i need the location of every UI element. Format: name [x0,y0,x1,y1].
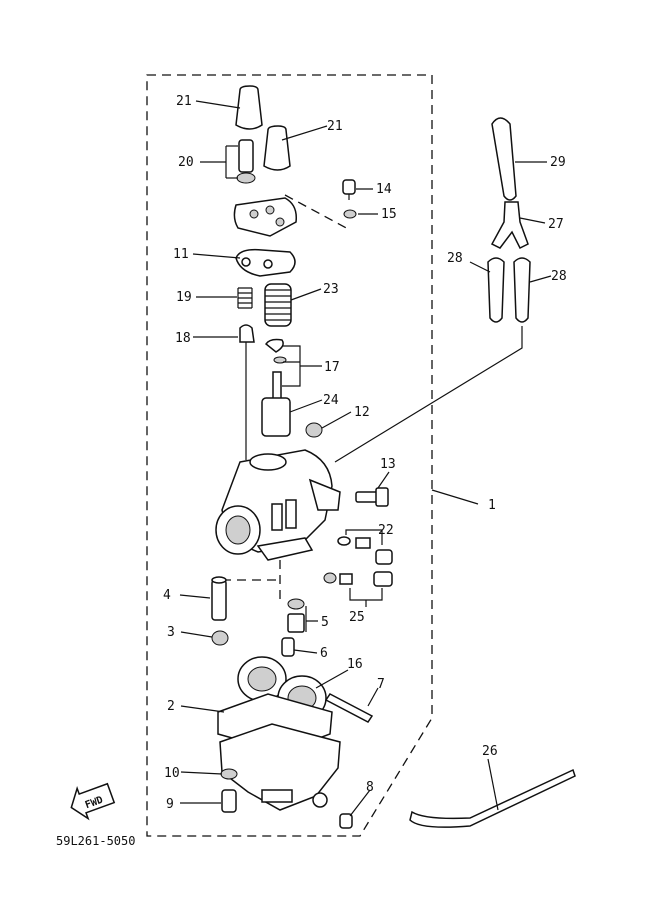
washer-10 [220,768,238,780]
leader-lines [179,100,552,817]
top-boss-2 [265,205,275,215]
label-21-right: 21 [327,119,343,134]
screw-14 [342,179,356,195]
hose-assembly [487,117,531,323]
label-4: 4 [163,588,171,603]
label-20: 20 [178,155,194,170]
label-12: 12 [354,405,370,420]
label-1: 1 [488,498,496,513]
cap-nut-12 [305,422,323,438]
bracket-1 [431,489,479,505]
label-11: 11 [173,247,189,262]
assembly-boundary [146,74,433,837]
jet-holder-5 [287,598,305,633]
label-10: 10 [164,766,180,781]
overflow-hose-26 [409,768,576,828]
label-16: 16 [347,657,363,672]
needle-17 [264,338,287,403]
rubber-cap-right [263,125,291,171]
plate-hole-2 [263,259,273,269]
throttle-valve-24 [261,397,291,437]
float-pin-7 [324,693,374,723]
float-bowl [219,723,341,811]
label-13: 13 [380,457,396,472]
top-boss-3 [275,217,285,227]
label-29: 29 [550,155,566,170]
main-jet-3 [211,630,229,646]
drawing-code: 59L261-5050 [56,834,135,848]
t-joint-27 [490,201,529,250]
label-26: 26 [482,744,498,759]
top-boss-1 [249,209,259,219]
label-3: 3 [167,625,175,640]
label-9: 9 [166,797,174,812]
label-21-left: 21 [176,94,192,109]
throttle-spring-23 [264,283,292,327]
hose-28-right [513,257,531,323]
screw-14-group [342,179,357,219]
screw-axis-line [284,194,351,231]
rubber-cap-left [235,85,263,130]
plate-hole-1 [241,257,251,267]
drain-screw-8 [339,813,353,829]
label-15: 15 [381,207,397,222]
needle-holder-18 [239,324,255,460]
label-24: 24 [323,393,339,408]
cap-assembly [233,85,298,277]
label-22: 22 [378,523,394,538]
cable-adjuster [238,139,254,173]
pilot-screw-22 [337,536,393,565]
spring-19 [237,287,253,309]
hose-28-left [487,257,505,323]
label-18: 18 [175,331,191,346]
label-14: 14 [376,182,392,197]
fwd-arrow-icon: FWD [70,782,116,821]
mixing-chamber-top [233,197,298,237]
label-6: 6 [320,646,328,661]
needle-jet-4 [211,576,227,621]
label-17: 17 [324,360,340,375]
label-5: 5 [321,615,329,630]
hose-connection-line [334,326,523,463]
label-8: 8 [366,780,374,795]
label-23: 23 [323,282,339,297]
screw-9 [221,789,237,813]
carburetor-body [215,449,341,561]
label-28-left: 28 [447,251,463,266]
label-19: 19 [176,290,192,305]
bolt-13 [355,487,389,507]
hose-29 [491,117,517,201]
label-2: 2 [167,699,175,714]
adjuster-nut [236,172,256,184]
label-7: 7 [377,677,385,692]
throttle-stop-25 [323,571,393,587]
label-28-right: 28 [551,269,567,284]
washer-15 [343,209,357,219]
label-27: 27 [548,217,564,232]
label-25: 25 [349,610,365,625]
part-labels: 21 21 20 14 15 11 19 23 18 17 24 12 13 1… [163,94,567,812]
pilot-jet-6 [281,637,295,657]
